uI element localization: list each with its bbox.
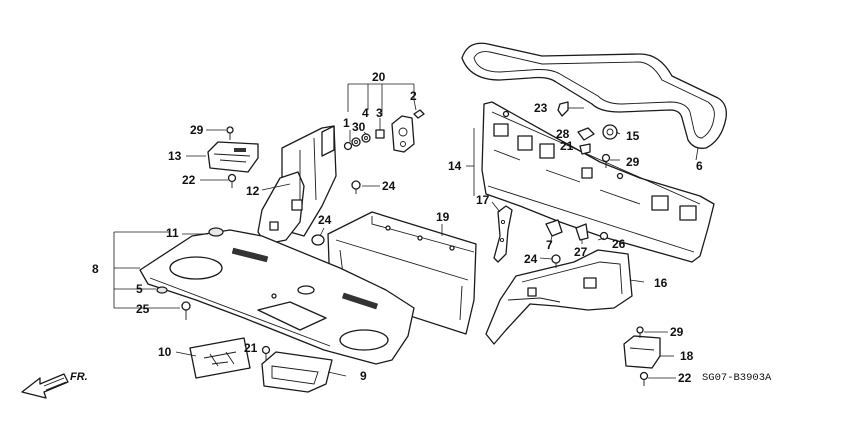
callout-16: 16 <box>654 276 668 290</box>
rear-bulkhead-part <box>481 101 715 263</box>
callout-14: 14 <box>448 159 462 173</box>
leader-lines <box>113 83 699 379</box>
callout-29-right: 29 <box>670 325 684 339</box>
callout-4: 4 <box>362 106 369 120</box>
callout-21-upper: 21 <box>560 139 574 153</box>
trunk-seal-part <box>461 42 727 149</box>
callout-30: 30 <box>352 120 366 134</box>
callout-12: 12 <box>246 184 260 198</box>
latch-assembly-part <box>343 109 425 153</box>
front-label: FR. <box>70 371 88 383</box>
callout-10: 10 <box>158 345 172 359</box>
callout-7: 7 <box>546 238 553 252</box>
rear-shelf-part <box>139 229 415 365</box>
right-pocket-part <box>623 335 661 369</box>
callout-15: 15 <box>626 129 640 143</box>
callout-1: 1 <box>343 116 350 130</box>
storage-bin-part <box>261 351 333 393</box>
callout-labels: 20 1 4 30 3 2 29 13 22 12 24 24 11 8 5 2… <box>92 70 703 385</box>
left-side-trim-part <box>257 125 337 245</box>
callout-21-lower: 21 <box>244 341 258 355</box>
callout-27: 27 <box>574 245 588 259</box>
callout-6: 6 <box>696 159 703 173</box>
callout-23: 23 <box>534 101 548 115</box>
diagram-code: SG07-B3903A <box>702 372 772 384</box>
callout-18: 18 <box>680 349 694 363</box>
callout-22-right: 22 <box>678 371 692 385</box>
callout-19: 19 <box>436 210 450 224</box>
left-pocket-part <box>207 141 259 173</box>
bracket-part <box>493 205 513 263</box>
emblem-part <box>189 337 251 379</box>
callout-9: 9 <box>360 369 367 383</box>
callout-5: 5 <box>136 282 143 296</box>
callout-26: 26 <box>612 237 626 251</box>
callout-13: 13 <box>168 149 182 163</box>
callout-20: 20 <box>372 70 386 84</box>
front-direction-indicator: FR. <box>21 371 88 399</box>
right-side-trim-part <box>485 249 633 345</box>
callout-29-center: 29 <box>626 155 640 169</box>
callout-24-upper: 24 <box>382 179 396 193</box>
callout-24-left: 24 <box>318 213 332 227</box>
callout-2: 2 <box>410 89 417 103</box>
callout-11: 11 <box>166 226 179 240</box>
callout-17: 17 <box>476 193 490 207</box>
callout-28: 28 <box>556 127 570 141</box>
callout-3: 3 <box>376 106 383 120</box>
callout-22-left: 22 <box>182 173 196 187</box>
callout-24-right: 24 <box>524 252 538 266</box>
callout-8: 8 <box>92 262 99 276</box>
callout-25: 25 <box>136 302 150 316</box>
callout-29-left: 29 <box>190 123 204 137</box>
fasteners <box>156 101 649 386</box>
